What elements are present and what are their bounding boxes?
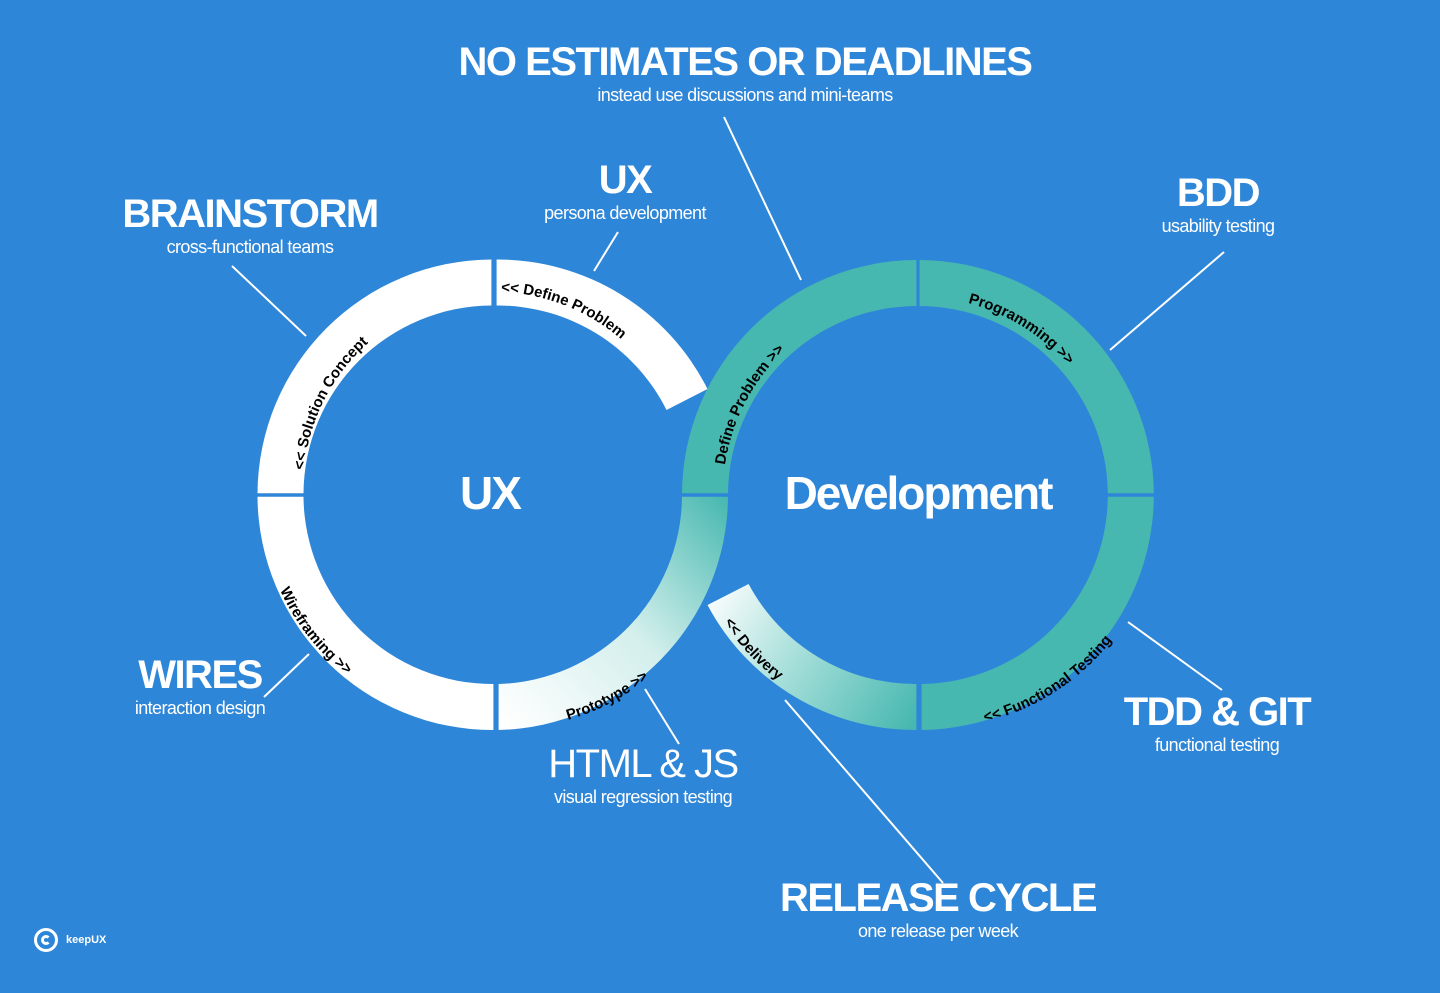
- keepux-logo-icon: [34, 928, 58, 952]
- dev-ring-segment-define-problem: [682, 260, 917, 494]
- callout-htmljs-title: HTML & JS: [548, 742, 739, 786]
- connector-ux: [593, 231, 619, 272]
- ux-ring-segment-solution-concept: [257, 259, 492, 494]
- callout-wires-sub: interaction design: [134, 698, 266, 718]
- callout-wires: WIRES interaction design: [120, 655, 280, 719]
- hub-label-development: Development: [784, 467, 1054, 519]
- callout-htmljs-sub: visual regression testing: [553, 787, 733, 807]
- callout-htmljs: HTML & JS visual regression testing: [530, 744, 756, 808]
- callout-bdd-title: BDD: [1176, 171, 1261, 215]
- callout-deadlines-sub: instead use discussions and mini-teams: [597, 85, 893, 105]
- callout-ux-sub: persona development: [544, 203, 706, 223]
- callout-brainstorm-sub: cross-functional teams: [166, 237, 334, 257]
- dev-ring-segment-functional-testing: [921, 496, 1154, 730]
- callout-release: RELEASE CYCLE one release per week: [770, 878, 1106, 942]
- keepux-logo: keepUX: [34, 928, 106, 952]
- connector-deadlines: [723, 116, 802, 281]
- ux-ring-segment-prototype: [498, 496, 728, 730]
- callout-ux: UX persona development: [520, 160, 730, 224]
- connector-wires: [263, 653, 310, 698]
- keepux-logo-text: keepUX: [66, 934, 107, 946]
- callout-deadlines-title: NO ESTIMATES OR DEADLINES: [458, 40, 1033, 84]
- connector-release: [784, 699, 944, 884]
- callout-wires-title: WIRES: [138, 653, 263, 697]
- callout-bdd: BDD usability testing: [1128, 173, 1308, 237]
- dev-ring-segment-programming: [919, 260, 1154, 494]
- callout-bdd-sub: usability testing: [1161, 216, 1275, 236]
- callout-brainstorm-title: BRAINSTORM: [122, 192, 379, 236]
- connector-tddgit: [1127, 621, 1223, 691]
- connector-htmljs: [644, 688, 680, 745]
- callout-brainstorm: BRAINSTORM cross-functional teams: [110, 194, 390, 258]
- callout-release-sub: one release per week: [857, 921, 1019, 941]
- callout-ux-title: UX: [598, 158, 653, 202]
- connector-bdd: [1109, 251, 1225, 351]
- ux-ring-segment-wireframing: [257, 496, 494, 731]
- callout-deadlines: NO ESTIMATES OR DEADLINES instead use di…: [420, 42, 1070, 106]
- callout-release-title: RELEASE CYCLE: [779, 876, 1098, 920]
- hub-label-ux: UX: [460, 467, 522, 519]
- callout-tddgit: TDD & GIT functional testing: [1100, 692, 1334, 756]
- dev-ring-segment-delivery: [707, 584, 917, 731]
- ux-ring-segment-define-problem: [496, 259, 708, 410]
- connector-brainstorm: [231, 265, 307, 337]
- callout-tddgit-sub: functional testing: [1154, 735, 1280, 755]
- callout-tddgit-title: TDD & GIT: [1123, 690, 1312, 734]
